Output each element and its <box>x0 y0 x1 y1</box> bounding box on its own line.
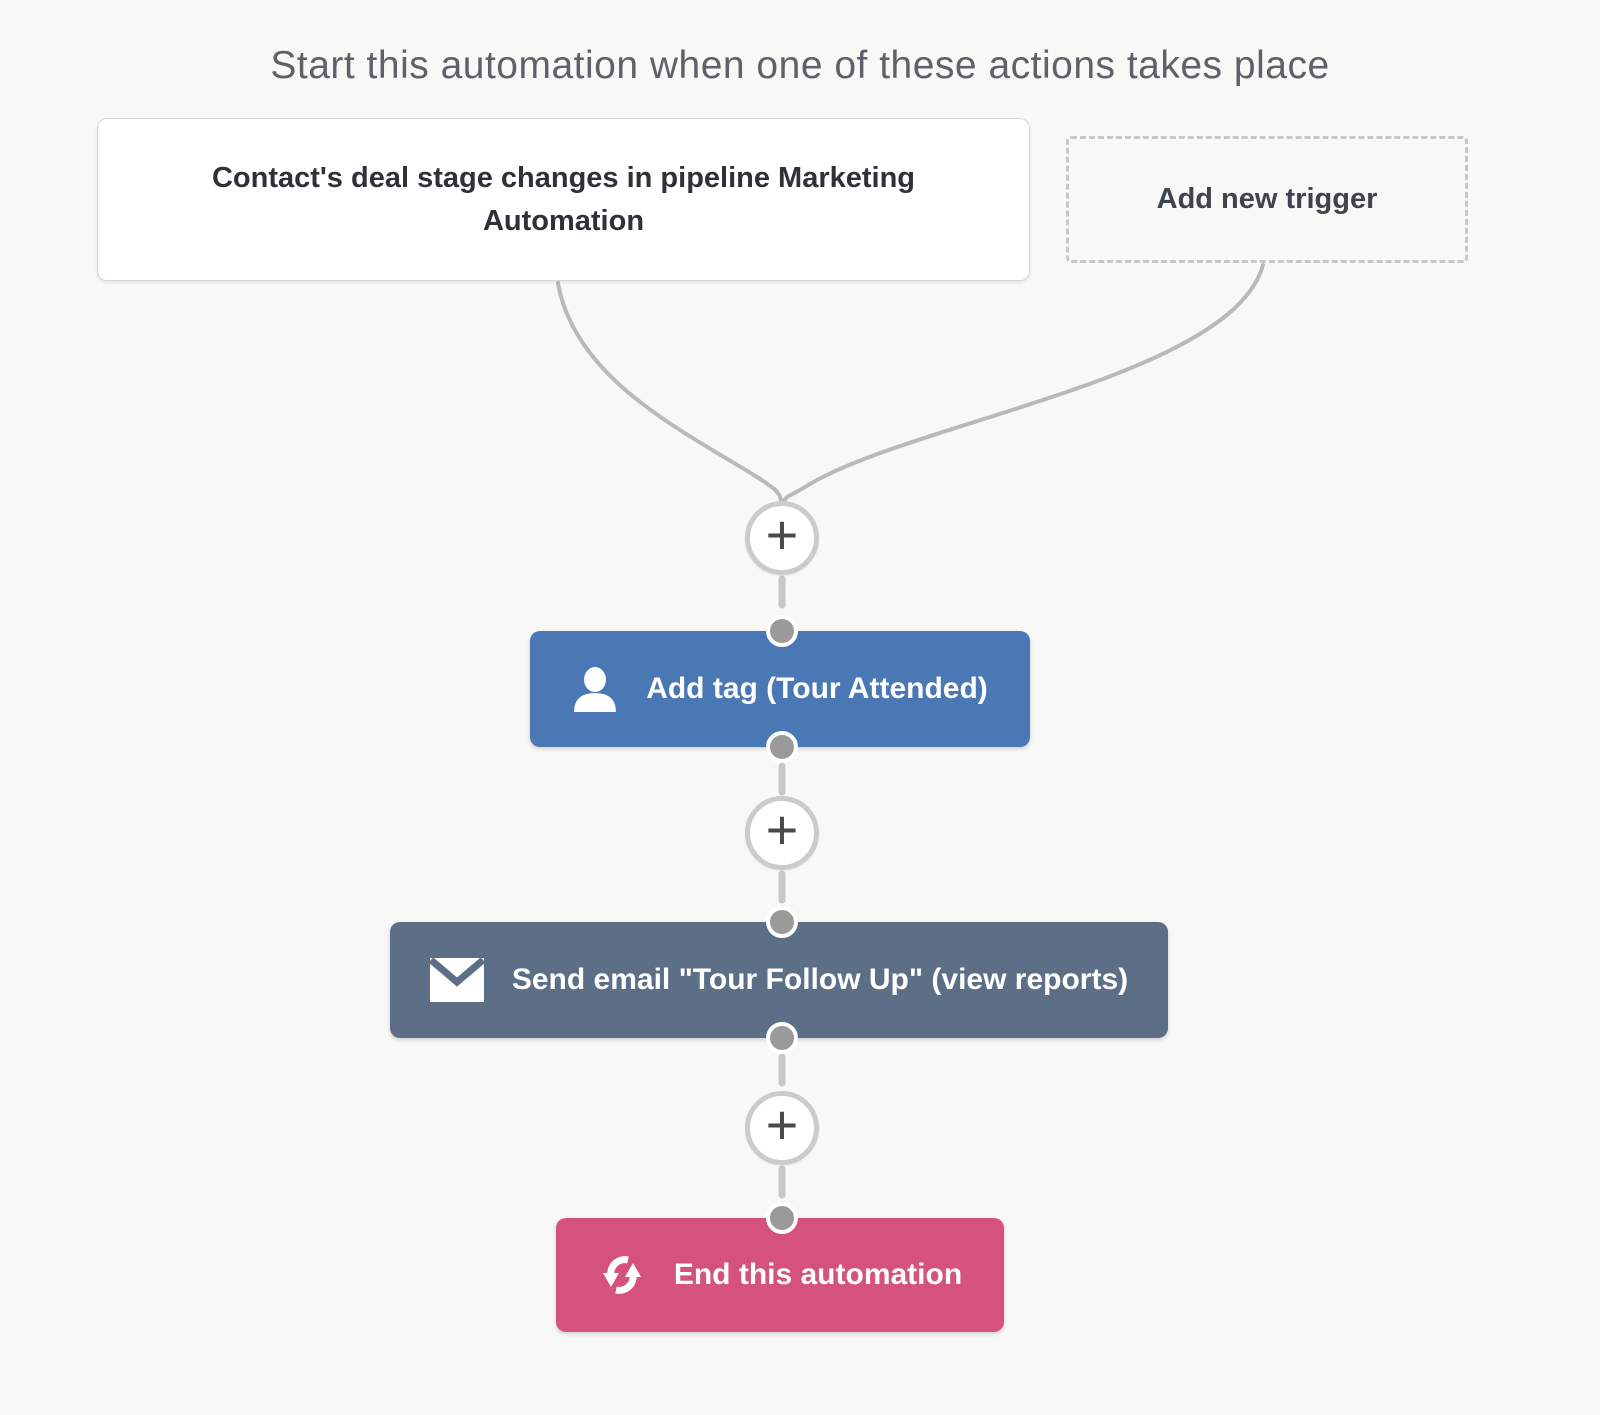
action-add-tag-button[interactable]: Add tag (Tour Attended) <box>530 631 1030 747</box>
add-new-trigger-label: Add new trigger <box>1156 183 1378 215</box>
add-new-trigger-button[interactable]: Add new trigger <box>1066 136 1468 263</box>
trigger-label: Contact's deal stage changes in pipeline… <box>211 162 916 237</box>
plus-icon: + <box>765 798 799 861</box>
plus-icon: + <box>765 503 799 566</box>
add-step-button-3[interactable]: + <box>745 1091 819 1165</box>
page-title: Start this automation when one of these … <box>270 44 1330 87</box>
action-end-automation-button[interactable]: End this automation <box>556 1218 1004 1332</box>
connector-curve-left <box>556 281 783 503</box>
loop-arrows-icon <box>598 1251 646 1299</box>
email-icon <box>429 958 484 1002</box>
contact-icon <box>572 666 618 712</box>
add-step-button-2[interactable]: + <box>745 796 819 870</box>
action-send-email-button[interactable]: Send email "Tour Follow Up" (view report… <box>390 922 1168 1038</box>
connector-curve-right <box>782 263 1265 503</box>
add-step-button-1[interactable]: + <box>745 501 819 575</box>
plus-icon: + <box>765 1093 799 1156</box>
action-label: Add tag (Tour Attended) <box>646 672 988 705</box>
action-label: Send email "Tour Follow Up" (view report… <box>511 963 1129 996</box>
trigger-node-deal-stage[interactable]: Contact's deal stage changes in pipeline… <box>97 118 1030 281</box>
action-label: End this automation <box>673 1258 963 1291</box>
